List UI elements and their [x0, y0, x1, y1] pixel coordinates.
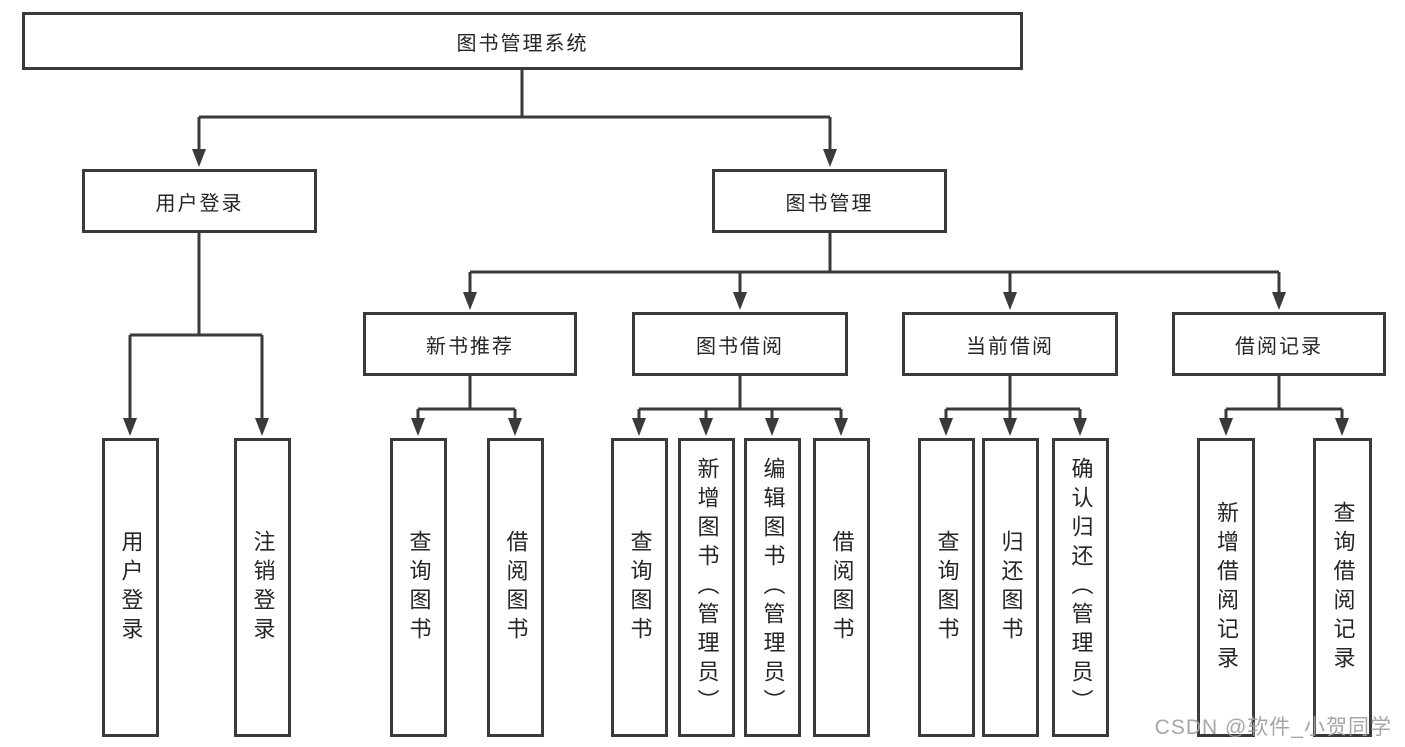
- node-book-management: 图书管理: [712, 169, 947, 233]
- arrowhead-icon: [834, 418, 848, 436]
- node-new-book-recommend: 新书推荐: [363, 312, 577, 376]
- arrowhead-icon: [733, 292, 747, 310]
- arrowhead-icon: [1073, 418, 1087, 436]
- arrowhead-icon: [508, 418, 522, 436]
- watermark: CSDN @软件_小贺同学: [1154, 716, 1392, 739]
- leaf-add-borrow-record: 新增借阅记录: [1197, 438, 1255, 737]
- arrowhead-icon: [1272, 292, 1286, 310]
- leaf-logout: 注销登录: [234, 438, 291, 737]
- arrowhead-icon: [699, 418, 713, 436]
- arrowhead-icon: [1219, 418, 1233, 436]
- arrowhead-icon: [1335, 418, 1349, 436]
- node-book-borrow-label: 图书借阅: [696, 335, 784, 358]
- node-book-borrow: 图书借阅: [632, 312, 848, 376]
- node-current-borrow-label: 当前借阅: [966, 335, 1054, 358]
- leaf-borrow-books-1: 借阅图书: [487, 438, 544, 737]
- leaf-query-books-3: 查询图书: [918, 438, 975, 737]
- arrowhead-icon: [192, 149, 206, 167]
- leaf-borrow-books-1-label: 借阅图书: [503, 529, 529, 646]
- leaf-user-login-label: 用户登录: [118, 529, 144, 646]
- leaf-logout-label: 注销登录: [250, 529, 276, 646]
- leaf-user-login: 用户登录: [102, 438, 159, 737]
- arrowhead-icon: [823, 149, 837, 167]
- arrowhead-icon: [632, 418, 646, 436]
- arrowhead-icon: [1003, 418, 1017, 436]
- leaf-borrow-books-2-label: 借阅图书: [829, 529, 855, 646]
- leaf-add-borrow-record-label: 新增借阅记录: [1214, 500, 1239, 675]
- leaf-query-borrow-record: 查询借阅记录: [1313, 438, 1372, 737]
- node-borrow-records-label: 借阅记录: [1235, 335, 1323, 358]
- node-user-login: 用户登录: [82, 169, 317, 233]
- node-new-book-recommend-label: 新书推荐: [426, 335, 514, 358]
- arrowhead-icon: [765, 418, 779, 436]
- node-root-label: 图书管理系统: [456, 32, 589, 55]
- leaf-edit-books-admin-label: 编辑图书（管理员）: [760, 457, 786, 718]
- node-user-login-label: 用户登录: [155, 192, 244, 215]
- node-current-borrow: 当前借阅: [902, 312, 1118, 376]
- leaf-edit-books-admin: 编辑图书（管理员）: [744, 438, 801, 737]
- arrowhead-icon: [463, 292, 477, 310]
- leaf-query-books-2: 查询图书: [611, 438, 668, 737]
- leaf-add-books-admin-label: 新增图书（管理员）: [694, 457, 720, 718]
- node-root: 图书管理系统: [22, 12, 1023, 70]
- leaf-query-books-2-label: 查询图书: [627, 529, 653, 646]
- leaf-add-books-admin: 新增图书（管理员）: [678, 438, 735, 737]
- arrowhead-icon: [939, 418, 953, 436]
- arrowhead-icon: [411, 418, 425, 436]
- arrowhead-icon: [1003, 292, 1017, 310]
- node-book-management-label: 图书管理: [785, 192, 874, 215]
- leaf-query-books-1-label: 查询图书: [406, 529, 432, 646]
- leaf-return-books: 归还图书: [982, 438, 1039, 737]
- arrowhead-icon: [255, 418, 269, 436]
- leaf-borrow-books-2: 借阅图书: [813, 438, 870, 737]
- leaf-query-books-3-label: 查询图书: [934, 529, 960, 646]
- node-borrow-records: 借阅记录: [1172, 312, 1386, 376]
- leaf-query-borrow-record-label: 查询借阅记录: [1330, 500, 1356, 675]
- leaf-query-books-1: 查询图书: [390, 438, 447, 737]
- leaf-confirm-return-admin: 确认归还（管理员）: [1052, 438, 1109, 737]
- leaf-return-books-label: 归还图书: [998, 529, 1024, 646]
- leaf-confirm-return-admin-label: 确认归还（管理员）: [1068, 457, 1094, 718]
- arrowhead-icon: [123, 418, 137, 436]
